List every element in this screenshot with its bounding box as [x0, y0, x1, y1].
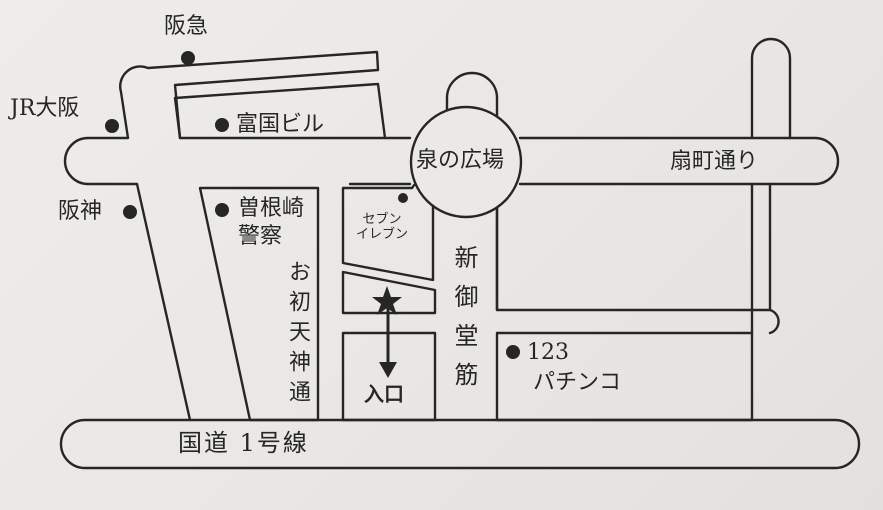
- entrance-arrow-head-icon: [379, 362, 397, 378]
- block-tomikuni: [173, 82, 387, 140]
- block-sonezaki: [198, 186, 320, 422]
- ohatsu-tenjin-dori-label: お初天神通: [285, 260, 310, 410]
- sonezaki-label-1: 曽根崎: [238, 196, 305, 221]
- sonezaki-dot: [215, 203, 229, 217]
- pachinko-label: パチンコ: [533, 370, 622, 395]
- jr-osaka-dot: [105, 119, 119, 133]
- ogimachi-dori-label: 扇町通り: [670, 149, 759, 174]
- seven-eleven-dot: [398, 193, 408, 203]
- road-right-vertical: [750, 37, 792, 140]
- tomikuni-label: 富国ビル: [236, 112, 325, 137]
- pachinko-dot: [506, 345, 520, 359]
- izumi-no-hiroba-circle: [409, 105, 523, 219]
- hanshin-label: 阪神: [58, 199, 103, 224]
- shin-mido-suji-label: 新御堂筋: [450, 245, 478, 401]
- road-kokudo-1: [59, 418, 861, 470]
- block-pachinko: [495, 331, 754, 422]
- jr-osaka-label: JR大阪: [10, 96, 80, 121]
- seven-eleven-label-2: イレブン: [355, 227, 408, 242]
- block-star: [341, 270, 437, 315]
- sonezaki-label-2: 警察: [238, 224, 283, 249]
- seven-eleven-label-1: セブン: [362, 212, 402, 227]
- hanshin-dot: [123, 205, 137, 219]
- block-entrance: [341, 331, 437, 422]
- entrance-label: 入口: [364, 382, 404, 406]
- kokudo-1-label: 国道 1号線: [178, 429, 309, 457]
- izumi-no-hiroba-label: 泉の広場: [416, 148, 505, 173]
- road-vertical-left: [445, 71, 499, 118]
- road-right-lower: [750, 182, 780, 335]
- seven-eleven-label: セブン イレブン: [352, 212, 412, 242]
- pachinko-number-label: 123: [527, 340, 569, 365]
- road-diagonal-outline: [63, 50, 412, 422]
- tomikuni-dot: [215, 118, 229, 132]
- destination-star-icon: [372, 286, 402, 315]
- hankyu-dot: [181, 51, 195, 65]
- hankyu-label: 阪急: [164, 14, 209, 39]
- road-ogimachi-right: [518, 136, 840, 186]
